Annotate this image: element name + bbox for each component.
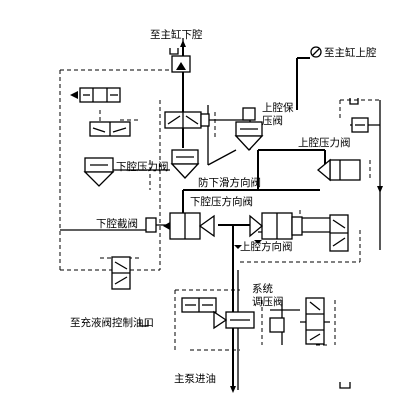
label-from-pump: 主泵进油	[174, 372, 216, 385]
label-main-up: 至主缸上腔	[324, 46, 377, 59]
label-upper-prefill-2: 压阀	[262, 114, 283, 127]
label-prefill-pilot: 至充液阀控制油口	[70, 316, 154, 329]
label-system-1: 系统	[252, 282, 273, 295]
label-lower-stop: 下腔截阀	[96, 217, 138, 230]
slide-dir-valve	[170, 149, 200, 179]
top-solenoid-valve	[164, 111, 210, 129]
upper-prefill-valve	[234, 107, 264, 151]
down-pressure-valve	[83, 157, 115, 187]
flow-arrows	[180, 40, 383, 393]
labels: 至主缸下腔 至主缸上腔 上腔保 压阀 上腔压力阀 下腔压力阀 防下滑方向阀 下腔…	[70, 28, 377, 385]
top-right-small-valve	[351, 117, 369, 133]
label-up-dir: 上腔方向阀	[240, 240, 293, 253]
label-down-dir: 下腔压方向阀	[190, 195, 253, 208]
left-upper-valve	[70, 87, 121, 103]
label-upper-prefill-1: 上腔保	[262, 101, 294, 114]
down-dir-valve-block	[163, 212, 215, 240]
pressure-gauge-icon	[310, 46, 322, 58]
up-dir-valve-block	[249, 212, 303, 240]
system-pressure-valve	[213, 310, 285, 333]
upper-dir-valve-block	[316, 158, 361, 182]
label-down-pressure: 下腔压力阀	[116, 160, 169, 173]
label-system-2: 调压阀	[252, 295, 284, 308]
label-main-down: 至主缸下腔	[150, 28, 203, 41]
left-valve-pair	[89, 121, 131, 137]
top-check-valve	[171, 55, 191, 73]
label-upper-dir: 上腔压力阀	[298, 136, 351, 149]
tank-icons	[139, 48, 359, 389]
bottom-right-valve	[305, 297, 325, 345]
pilot-lines	[59, 69, 380, 351]
prefill-pilot-valve	[181, 297, 217, 313]
lower-stop-valve-body	[145, 217, 157, 233]
left-vertical-valve	[111, 256, 131, 290]
label-slide-dir: 防下滑方向阀	[198, 176, 261, 189]
right-vertical-valve	[329, 214, 349, 252]
